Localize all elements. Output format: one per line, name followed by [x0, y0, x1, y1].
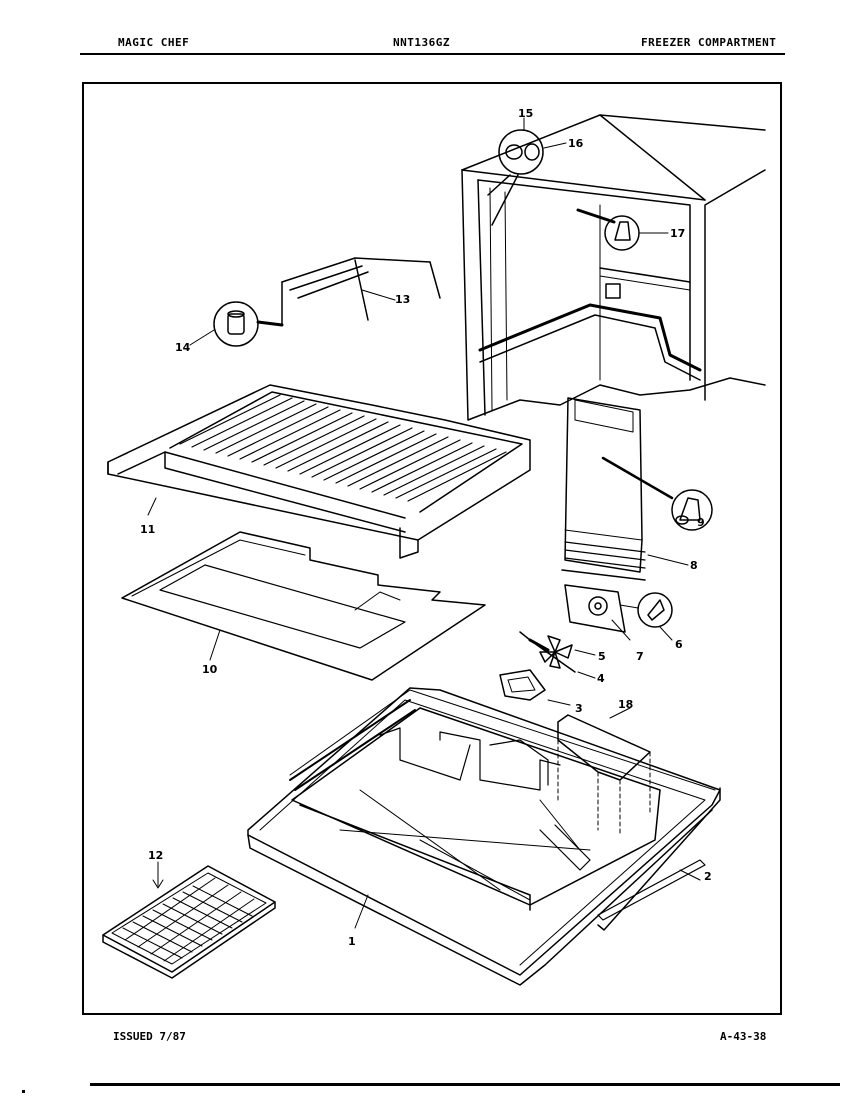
- wire-shelf-rack: [281, 257, 441, 326]
- liner-pad: [121, 531, 486, 681]
- tray-rail: [289, 689, 721, 931]
- fan-motor-detail: [619, 592, 673, 641]
- footer-issued: ISSUED 7/87: [113, 1030, 186, 1043]
- fan-bracket: [564, 584, 631, 641]
- callout-line-11: [147, 497, 157, 516]
- scan-speck: [22, 1090, 25, 1093]
- light-socket-detail: [487, 117, 567, 226]
- callout-9: 9: [697, 516, 705, 529]
- header-model: NNT136GZ: [393, 36, 450, 49]
- callout-17: 17: [670, 227, 685, 240]
- diagram-frame: [82, 82, 782, 1015]
- evaporator-cover: [557, 707, 651, 836]
- fan-blade: [539, 635, 596, 669]
- callout-5: 5: [598, 650, 606, 663]
- shelf-grille: [179, 394, 507, 502]
- callout-12: 12: [148, 849, 163, 862]
- callout-3: 3: [575, 702, 583, 715]
- callout-1: 1: [348, 935, 356, 948]
- bottom-rule: [90, 1083, 840, 1086]
- motor-mount: [519, 631, 596, 679]
- callout-15: 15: [518, 107, 533, 120]
- duct-screw-detail: [671, 489, 713, 531]
- shelf-stud-detail: [189, 301, 284, 347]
- evaporator-tray: [247, 687, 721, 986]
- callout-4: 4: [597, 672, 605, 685]
- callout-7: 7: [636, 650, 644, 663]
- callout-14: 14: [175, 341, 191, 354]
- freezer-cabinet: [461, 114, 766, 421]
- header-section: FREEZER COMPARTMENT: [641, 36, 777, 49]
- callout-6: 6: [675, 638, 683, 651]
- callout-16: 16: [568, 137, 584, 150]
- callout-8: 8: [690, 559, 698, 572]
- air-duct: [561, 397, 689, 581]
- header-brand: MAGIC CHEF: [118, 36, 190, 49]
- footer-page-code: A-43-38: [720, 1030, 767, 1043]
- callout-13: 13: [395, 293, 410, 306]
- callout-11: 11: [140, 523, 155, 536]
- freezer-shelf: [107, 384, 531, 559]
- control-knob-detail: [576, 208, 669, 251]
- callout-2: 2: [704, 870, 712, 883]
- ice-cube-tray: [102, 861, 276, 979]
- header-rule: [80, 53, 785, 55]
- callout-10: 10: [202, 663, 218, 676]
- damper-assembly: [499, 669, 571, 706]
- callout-18: 18: [618, 698, 633, 711]
